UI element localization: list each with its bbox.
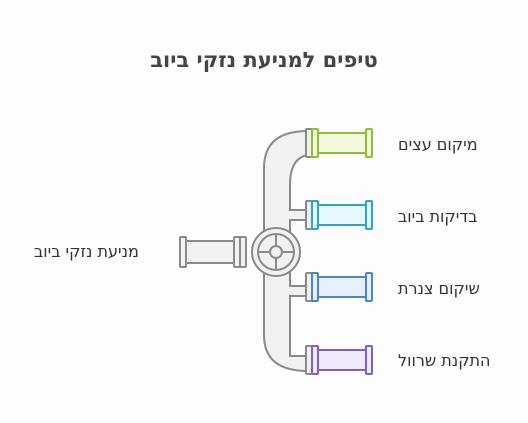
source-pipe: [179, 236, 247, 268]
branch-pipe-3: [305, 272, 373, 302]
valve-icon: [251, 227, 301, 277]
branch-pipe-4: [305, 345, 373, 375]
branch-label-3: שיקום צנרת: [398, 279, 480, 298]
source-label: מניעת נזקי ביוב: [34, 242, 139, 261]
branch-label-4: התקנת שרוול: [398, 351, 491, 370]
branch-pipe-1: [305, 128, 373, 158]
branch-label-1: מיקום עצים: [398, 135, 478, 154]
branch-pipe-2: [305, 200, 373, 230]
branch-label-2: בדיקות ביוב: [398, 207, 478, 226]
diagram-title: טיפים למניעת נזקי ביוב: [150, 48, 378, 72]
